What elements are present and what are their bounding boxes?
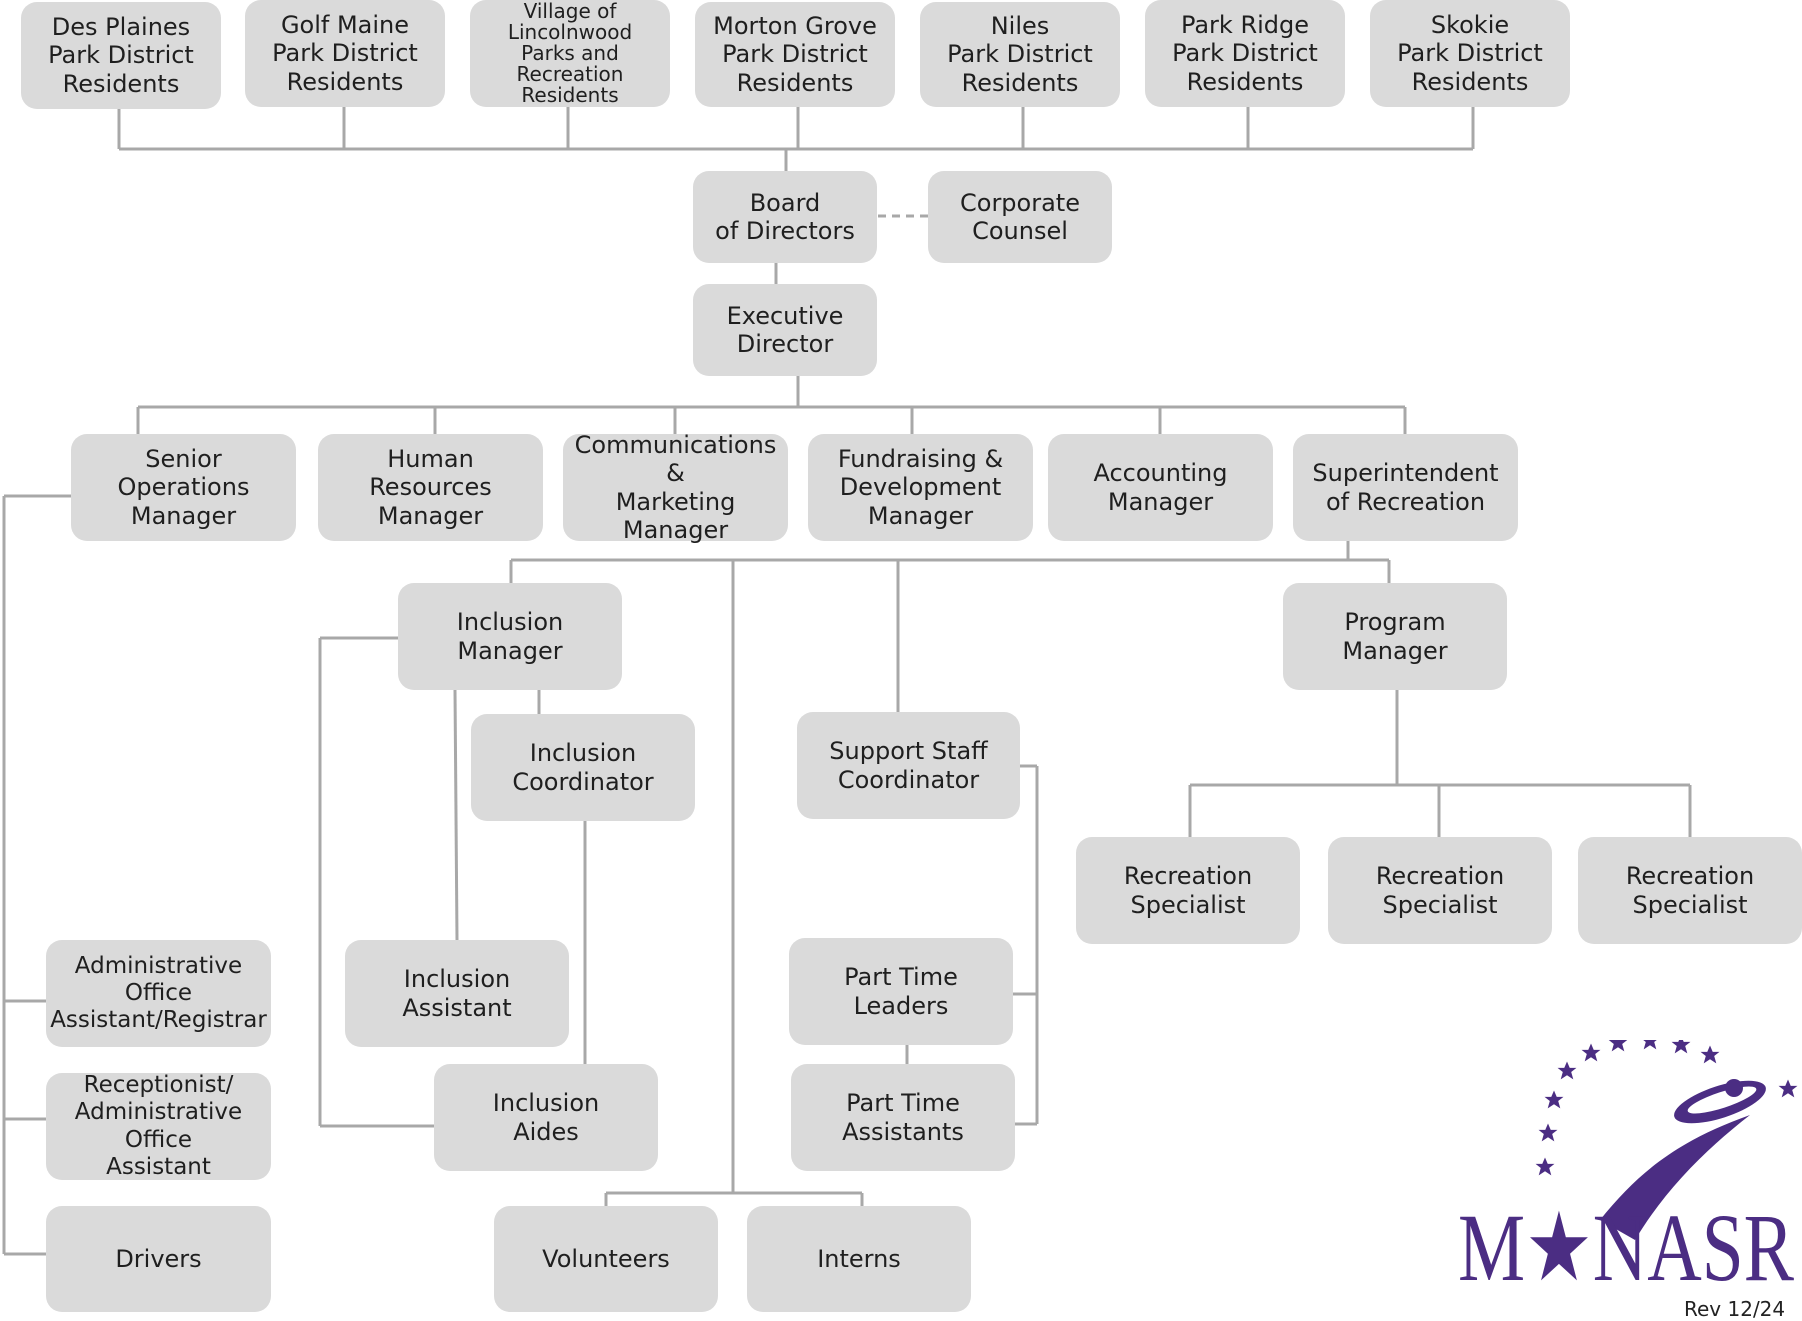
lincolnwood-residents-box: Village of Lincolnwood Parks and Recreat… — [470, 0, 670, 107]
human-resources-manager-box: Human Resources Manager — [318, 434, 543, 541]
receptionist-admin-assistant-box: Receptionist/ Administrative Office Assi… — [46, 1072, 271, 1180]
recreation-specialist-box-3: Recreation Specialist — [1578, 837, 1802, 944]
star-icon — [1671, 1040, 1691, 1054]
star-icon — [1544, 1090, 1564, 1109]
park-ridge-residents-box: Park Ridge Park District Residents — [1145, 0, 1345, 107]
communications-marketing-manager-box: Communications & Marketing Manager — [563, 431, 788, 544]
des-plaines-residents-box: Des Plaines Park District Residents — [21, 2, 221, 109]
executive-director-box: Executive Director — [693, 284, 877, 376]
niles-residents-box: Niles Park District Residents — [920, 2, 1120, 107]
star-icon — [1608, 1040, 1628, 1052]
superintendent-of-recreation-box: Superintendent of Recreation — [1293, 434, 1518, 541]
recreation-specialist-box-1: Recreation Specialist — [1076, 837, 1300, 944]
inclusion-manager-box: Inclusion Manager — [398, 583, 622, 690]
support-staff-coordinator-box: Support Staff Coordinator — [797, 712, 1020, 819]
board-of-directors-box: Board of Directors — [693, 171, 877, 263]
inclusion-aides-box: Inclusion Aides — [434, 1064, 658, 1171]
interns-box: Interns — [747, 1206, 971, 1312]
skokie-residents-box: Skokie Park District Residents — [1370, 0, 1570, 107]
star-icon — [1557, 1061, 1577, 1080]
senior-operations-manager-box: Senior Operations Manager — [71, 434, 296, 541]
star-icon — [1581, 1043, 1601, 1062]
inclusion-coordinator-box: Inclusion Coordinator — [471, 714, 695, 821]
corporate-counsel-box: Corporate Counsel — [928, 171, 1112, 263]
inclusion-assistant-box: Inclusion Assistant — [345, 940, 569, 1047]
mnasr-logo: M★NASR — [1458, 1040, 1798, 1290]
recreation-specialist-box-2: Recreation Specialist — [1328, 837, 1552, 944]
accounting-manager-box: Accounting Manager — [1048, 434, 1273, 541]
star-icon — [1643, 1040, 1657, 1050]
program-manager-box: Program Manager — [1283, 583, 1507, 690]
golf-maine-residents-box: Golf Maine Park District Residents — [245, 0, 445, 107]
logo-wordmark: M★NASR — [1458, 1194, 1794, 1290]
part-time-leaders-box: Part Time Leaders — [789, 938, 1013, 1045]
fundraising-development-manager-box: Fundraising & Development Manager — [808, 434, 1033, 541]
part-time-assistants-box: Part Time Assistants — [791, 1064, 1015, 1171]
star-icon — [1778, 1079, 1798, 1098]
star-icon — [1700, 1045, 1720, 1064]
morton-grove-residents-box: Morton Grove Park District Residents — [695, 2, 895, 107]
revision-label: Rev 12/24 — [1684, 1297, 1786, 1321]
drivers-box: Drivers — [46, 1206, 271, 1312]
star-icon — [1535, 1157, 1555, 1176]
admin-office-assistant-registrar-box: Administrative Office Assistant/Registra… — [46, 940, 271, 1047]
volunteers-box: Volunteers — [494, 1206, 718, 1312]
star-icon — [1538, 1123, 1558, 1142]
